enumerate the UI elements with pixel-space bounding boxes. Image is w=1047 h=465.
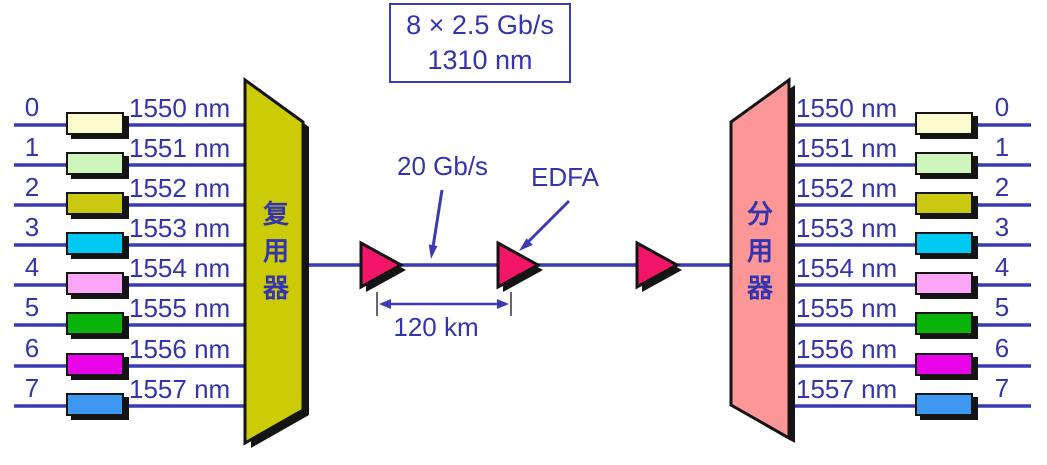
channel-number-left-4: 4 — [24, 252, 40, 282]
wavelength-right-1: 1551 nm — [796, 133, 898, 163]
channel-number-left-2: 2 — [24, 172, 40, 202]
demux-label: 分 用 器 — [746, 199, 773, 303]
wavelength-right-4: 1554 nm — [796, 253, 898, 283]
amplifier-1-icon — [359, 240, 405, 290]
transmitter-chip-5 — [66, 312, 124, 335]
span-arrowhead-right-icon — [497, 299, 509, 309]
span-arrowhead-left-icon — [379, 299, 391, 309]
wavelength-right-5: 1555 nm — [796, 293, 898, 323]
amplifiers — [359, 240, 682, 292]
channel-number-right-5: 5 — [994, 292, 1010, 322]
transmitter-chip-0 — [66, 112, 124, 135]
transmitter-chip-4 — [66, 272, 124, 295]
receiver-chip-5 — [915, 312, 973, 335]
mux-shape — [243, 77, 305, 446]
signal-rate-text: 8 × 2.5 Gb/s — [406, 9, 554, 40]
wavelength-right-7: 1557 nm — [796, 374, 898, 404]
amplifier-2-icon — [496, 240, 542, 290]
transmitter-chip-2 — [66, 192, 124, 215]
edfa-label: EDFA — [531, 162, 599, 192]
wavelength-right-6: 1556 nm — [796, 334, 898, 364]
wavelength-right-2: 1552 nm — [796, 173, 898, 203]
transmitter-chip-7 — [66, 393, 124, 416]
channel-number-left-6: 6 — [24, 333, 40, 363]
callout-arrows — [428, 189, 571, 259]
receiver-chip-0 — [915, 112, 973, 135]
channel-number-left-1: 1 — [24, 132, 40, 162]
channel-number-left-7: 7 — [24, 373, 40, 403]
receiver-chip-4 — [915, 272, 973, 295]
receiver-chip-2 — [915, 192, 973, 215]
edfa-arrow-line — [526, 199, 571, 244]
channel-number-right-0: 0 — [994, 92, 1010, 122]
bitrate-arrowhead-icon — [428, 244, 438, 259]
wavelength-right-0: 1550 nm — [796, 93, 898, 123]
signal-info-box: 8 × 2.5 Gb/s 1310 nm — [389, 3, 571, 83]
mux-label: 复 用 器 — [262, 199, 289, 303]
channel-number-right-3: 3 — [994, 212, 1010, 242]
channel-number-left-0: 0 — [24, 92, 40, 122]
wavelength-left-5: 1555 nm — [129, 293, 231, 323]
channel-number-right-7: 7 — [994, 373, 1010, 403]
wavelength-left-2: 1552 nm — [129, 173, 231, 203]
wavelength-left-4: 1554 nm — [129, 253, 231, 283]
channel-number-left-5: 5 — [24, 292, 40, 322]
bitrate-arrow-line — [431, 189, 444, 248]
channel-number-right-2: 2 — [994, 172, 1010, 202]
transmitter-chip-6 — [66, 353, 124, 376]
channel-number-left-3: 3 — [24, 212, 40, 242]
wavelength-left-0: 1550 nm — [129, 93, 231, 123]
receiver-chip-6 — [915, 353, 973, 376]
wavelength-left-6: 1556 nm — [129, 334, 231, 364]
demux-shape — [729, 77, 791, 441]
wavelength-left-1: 1551 nm — [129, 133, 231, 163]
channel-number-right-6: 6 — [994, 333, 1010, 363]
receiver-chip-7 — [915, 393, 973, 416]
wavelength-left-7: 1557 nm — [129, 374, 231, 404]
wavelength-right-3: 1553 nm — [796, 213, 898, 243]
span-marker — [376, 292, 512, 316]
wavelength-left-3: 1553 nm — [129, 213, 231, 243]
amplifier-3-icon — [635, 240, 681, 290]
transmitter-chip-3 — [66, 232, 124, 255]
aggregate-bitrate-label: 20 Gb/s — [397, 151, 489, 181]
transmitter-chip-1 — [66, 152, 124, 175]
channel-number-right-1: 1 — [994, 132, 1010, 162]
edfa-arrowhead-icon — [519, 238, 533, 251]
span-distance-label: 120 km — [393, 312, 479, 342]
channel-lines-right — [789, 123, 1031, 408]
channel-number-right-4: 4 — [994, 252, 1010, 282]
receiver-chip-1 — [915, 152, 973, 175]
channel-lines-left — [14, 123, 248, 408]
signal-wavelength-text: 1310 nm — [427, 45, 533, 75]
receiver-chip-3 — [915, 232, 973, 255]
